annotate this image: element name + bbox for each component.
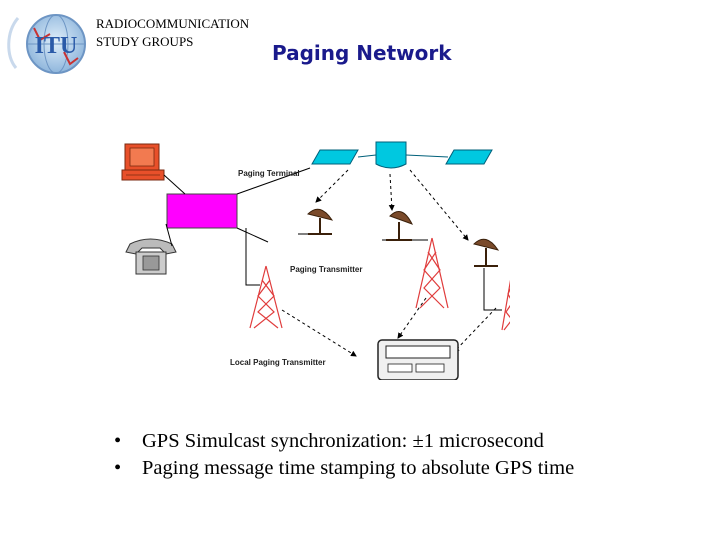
org-line-2: STUDY GROUPS: [96, 34, 194, 49]
telephone-icon: [125, 238, 177, 275]
label-paging-transmitter: Paging Transmitter: [290, 265, 362, 274]
itu-logo: ITU: [4, 6, 90, 82]
paging-terminal-box: [166, 193, 238, 229]
transmitter-tower-icon: [501, 259, 523, 331]
transmitter-tower-icon: [249, 265, 283, 329]
org-line-1: RADIOCOMMUNICATION: [96, 16, 250, 31]
dish-antenna-icon: [473, 238, 500, 267]
satellite-icon: [311, 141, 493, 169]
transmitter-tower-icon: [415, 237, 449, 309]
paging-network-diagram: Paging Terminal Paging Transmitter Local…: [110, 130, 523, 384]
page-title: Paging Network: [272, 41, 452, 65]
pager-icon: [377, 339, 459, 381]
bullet-list: GPS Simulcast synchronization: ±1 micros…: [112, 428, 574, 482]
logo-text: ITU: [35, 33, 78, 59]
dish-antenna-icon: [307, 208, 334, 235]
bullet-item: GPS Simulcast synchronization: ±1 micros…: [112, 428, 574, 455]
computer-icon: [121, 143, 165, 181]
label-paging-terminal: Paging Terminal: [238, 169, 300, 178]
dish-antenna-icon: [386, 211, 414, 241]
org-name: RADIOCOMMUNICATION STUDY GROUPS: [96, 15, 249, 51]
bullet-item: Paging message time stamping to absolute…: [112, 455, 574, 482]
label-local-paging-transmitter: Local Paging Transmitter: [230, 358, 326, 367]
